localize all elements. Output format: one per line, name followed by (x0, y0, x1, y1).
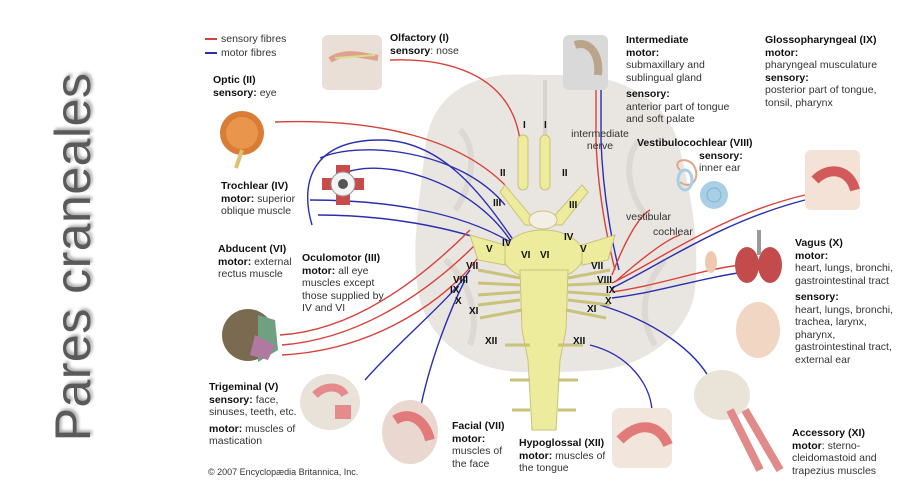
label-facial: Facial (VII) motor: muscles of the face (452, 420, 505, 470)
label-vestibulocochlear: Vestibulocochlear (VIII) sensory: inner … (637, 137, 753, 174)
cochlear-annotation: cochlear (653, 226, 693, 238)
numeral-VII-right: VII (591, 261, 604, 272)
numeral-IX-left: IX (450, 285, 460, 296)
label-abducent: Abducent (VI) motor: external rectus mus… (218, 243, 292, 280)
trigeminal-fibre (279, 229, 471, 336)
label-accessory: Accessory (XI) motor: sterno-cleidomasto… (792, 427, 877, 477)
legend-item-sensory: sensory fibres (205, 32, 286, 46)
skull-neck-illustration (694, 370, 784, 473)
label-intermediate: Intermediate motor: submaxillary and sub… (626, 34, 730, 125)
legend: sensory fibres motor fibres (205, 32, 286, 60)
numeral-I-right: I (544, 120, 547, 131)
label-hypoglossal: Hypoglossal (XII) motor: muscles of the … (519, 437, 606, 474)
throat-illustration (805, 150, 860, 210)
numeral-XII-right: XII (573, 336, 586, 347)
numeral-II-right: II (562, 168, 568, 179)
skull-jaw-illustration (300, 374, 360, 430)
intermediate-fibre (595, 85, 616, 271)
numeral-XI-right: XI (587, 304, 597, 315)
nose-illustration (322, 35, 382, 90)
inner-ear-illustration (676, 159, 728, 209)
label-optic: Optic (II) sensory: eye (213, 74, 277, 99)
facial-fibre (419, 279, 466, 411)
numeral-VII-left: VII (466, 261, 479, 272)
eye-muscles-illustration (322, 165, 364, 205)
face-section-illustration (563, 35, 608, 90)
motor-swatch (205, 52, 217, 55)
glossopharyngeal-fibre (611, 194, 806, 284)
numeral-III-left: III (493, 198, 502, 209)
numeral-V-right: V (580, 244, 587, 255)
numeral-II-left: II (500, 168, 506, 179)
copyright-notice: © 2007 Encyclopædia Britannica, Inc. (208, 467, 359, 477)
numeral-VI-left: VI (521, 250, 531, 261)
vagus-fibre (611, 264, 741, 293)
cochlear-fibre (614, 234, 681, 283)
label-olfactory: Olfactory (I) sensory: nose (390, 32, 459, 57)
tongue-illustration (612, 408, 673, 468)
organs-illustration (735, 230, 782, 358)
numeral-IV-left: IV (502, 238, 512, 249)
numeral-III-right: III (569, 200, 578, 211)
ear-illustration (705, 251, 717, 273)
label-vagus: Vagus (X) motor: heart, lungs, bronchi, … (795, 237, 894, 366)
oculomotor-fibre (319, 149, 506, 206)
numeral-XII-left: XII (485, 336, 498, 347)
numeral-IV-right: IV (564, 232, 574, 243)
numeral-X-right: X (605, 296, 612, 307)
hypoglossal-fibre (589, 344, 653, 411)
vestibular-fibre (611, 209, 651, 276)
label-glossopharyngeal: Glossopharyngeal (IX) motor: pharyngeal … (765, 34, 878, 109)
olfactory-fibre (389, 59, 521, 141)
face-illustration (222, 309, 278, 362)
numeral-VI-right: VI (540, 250, 550, 261)
numeral-XI-left: XI (469, 306, 479, 317)
sensory-swatch (205, 38, 217, 41)
legend-item-motor: motor fibres (205, 46, 286, 60)
vestibular-annotation: vestibular (626, 211, 671, 223)
numeral-VIII-right: VIII (597, 275, 613, 286)
label-oculomotor: Oculomotor (III) motor: all eye muscles … (302, 252, 384, 314)
numeral-VIII-left: VIII (453, 275, 469, 286)
numeral-I-left: I (523, 120, 526, 131)
label-trigeminal: Trigeminal (V) sensory: face, sinuses, t… (209, 381, 297, 447)
numeral-X-left: X (455, 296, 462, 307)
label-trochlear: Trochlear (IV) motor: superior oblique m… (221, 180, 296, 217)
fibre-lines (274, 59, 806, 411)
numeral-V-left: V (486, 244, 493, 255)
intermediate-nerve-annotation: intermediate nerve (571, 128, 629, 152)
numeral-IX-right: IX (606, 285, 616, 296)
eye-illustration (220, 111, 264, 169)
brainstem (469, 134, 616, 431)
optic-fibre (274, 120, 506, 186)
facial-muscles-illustration (382, 400, 438, 464)
